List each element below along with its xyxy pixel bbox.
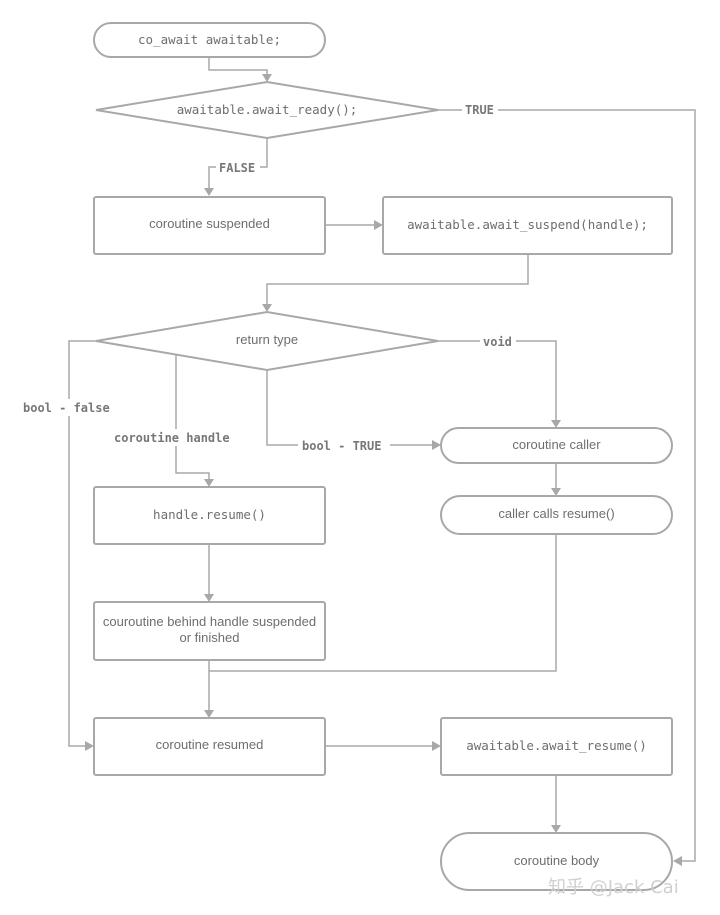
node-coroutine-resumed: coroutine resumed: [93, 717, 326, 776]
node-handle-suspended: couroutine behind handle suspended or fi…: [93, 601, 326, 661]
node-await-suspend-label: awaitable.await_suspend(handle);: [407, 217, 648, 232]
edge-return-bool-true: [266, 370, 434, 446]
node-await-suspend: awaitable.await_suspend(handle);: [382, 196, 673, 255]
node-await-resume-label: awaitable.await_resume(): [466, 738, 647, 753]
edge-labels: TRUE FALSE void bool - false coroutine h…: [20, 101, 516, 454]
arrow-head: [673, 856, 682, 866]
node-return-type: return type: [95, 310, 439, 372]
node-await-ready-label: awaitable.await_ready();: [177, 102, 358, 117]
node-coroutine-caller-label: coroutine caller: [512, 437, 601, 452]
node-return-type-label: return type: [236, 332, 298, 347]
edge-label-true: TRUE: [465, 103, 494, 117]
node-await-ready: awaitable.await_ready();: [95, 80, 439, 140]
node-handle-resume: handle.resume(): [93, 486, 326, 545]
node-coroutine-body-label: coroutine body: [514, 853, 600, 868]
arrow-head: [204, 710, 214, 718]
arrow-head: [551, 488, 561, 496]
arrow-head: [204, 479, 214, 487]
edge-calls-to-merge: [209, 534, 557, 672]
node-caller-calls-resume-label: caller calls resume(): [498, 506, 614, 521]
node-handle-resume-label: handle.resume(): [153, 507, 266, 522]
arrow-head: [551, 825, 561, 833]
edge-suspend-to-return: [266, 254, 529, 306]
arrow-head: [85, 741, 94, 751]
edge-return-void: [438, 340, 557, 422]
node-coroutine-body: coroutine body: [440, 832, 673, 891]
arrow-head: [262, 304, 272, 312]
node-coroutine-suspended: coroutine suspended: [93, 196, 326, 255]
edge-label-false: FALSE: [219, 161, 255, 175]
arrow-head: [204, 188, 214, 196]
arrow-head: [432, 741, 441, 751]
edge-ready-true: [438, 109, 696, 862]
node-coroutine-resumed-label: coroutine resumed: [156, 737, 264, 752]
arrow-head: [374, 220, 383, 230]
node-coroutine-caller: coroutine caller: [440, 427, 673, 464]
node-await-resume: awaitable.await_resume(): [440, 717, 673, 776]
edge-return-bool-false: [68, 340, 96, 747]
edge-label-bool-true: bool - TRUE: [302, 439, 381, 453]
edges: [68, 57, 696, 866]
arrow-head: [262, 74, 272, 82]
edge-return-coroutine-handle: [175, 355, 210, 480]
nodes: co_await awaitable; awaitable.await_read…: [93, 22, 673, 891]
node-start: co_await awaitable;: [93, 22, 326, 58]
node-start-label: co_await awaitable;: [138, 32, 281, 47]
edge-label-bool-false: bool - false: [23, 401, 110, 415]
edge-label-coroutine-handle: coroutine handle: [114, 431, 230, 445]
node-caller-calls-resume: caller calls resume(): [440, 495, 673, 535]
node-coroutine-suspended-label: coroutine suspended: [149, 216, 270, 231]
node-handle-suspended-line1: couroutine behind handle suspended: [103, 614, 316, 629]
edge-start-to-ready: [208, 57, 268, 78]
edge-label-void: void: [483, 335, 512, 349]
node-handle-suspended-line2: or finished: [180, 630, 240, 645]
arrow-head: [432, 440, 441, 450]
watermark-text: 知乎 @Jack Cai: [548, 877, 679, 898]
arrow-head: [551, 420, 561, 428]
arrow-head: [204, 594, 214, 602]
